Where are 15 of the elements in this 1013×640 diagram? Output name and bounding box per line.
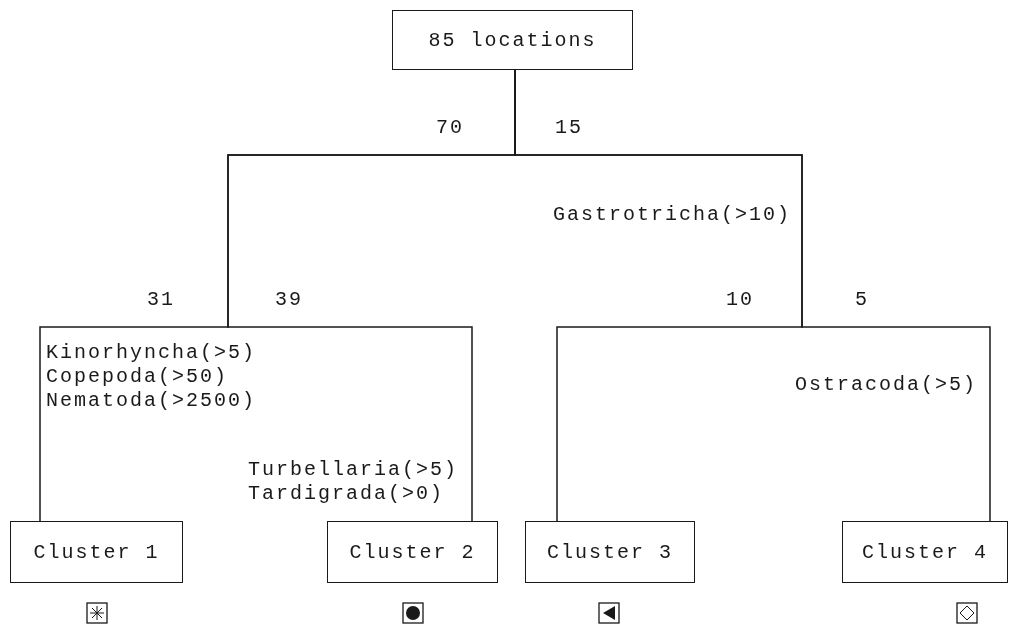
condition-label: Turbellaria(>5) Tardigrada(>0)	[248, 458, 459, 506]
condition-label: Ostracoda(>5)	[795, 373, 978, 397]
condition-label: Kinorhyncha(>5) Copepoda(>50) Nematoda(>2500)	[46, 341, 257, 413]
cluster-box: Cluster 1	[10, 521, 183, 583]
count-label: 31	[147, 288, 175, 312]
root-box: 85 locations	[392, 10, 633, 70]
cluster-box: Cluster 2	[327, 521, 498, 583]
count-label: 5	[855, 288, 869, 312]
count-label: 10	[726, 288, 754, 312]
count-label: 70	[436, 116, 464, 140]
count-label: 39	[275, 288, 303, 312]
cluster-box: Cluster 3	[525, 521, 695, 583]
count-label: 15	[555, 116, 583, 140]
condition-label: Gastrotricha(>10)	[553, 203, 792, 227]
cluster-box: Cluster 4	[842, 521, 1008, 583]
